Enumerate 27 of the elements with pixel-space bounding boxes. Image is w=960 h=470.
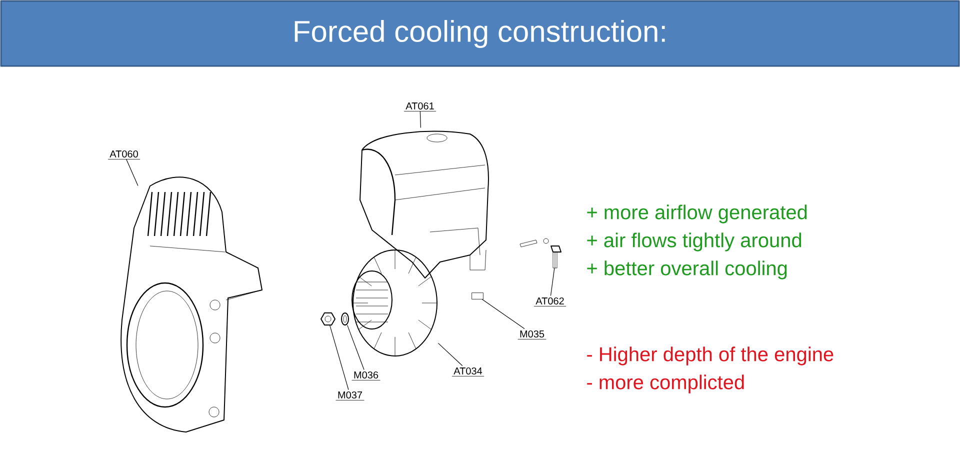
part-number: AT061 — [404, 102, 436, 112]
leader-line — [550, 268, 555, 296]
note-text: + air flows tightly around — [587, 232, 802, 252]
part-number: AT062 — [534, 297, 566, 306]
leader-line — [420, 110, 421, 128]
nut-drawing — [320, 312, 336, 326]
leader-line — [347, 324, 364, 370]
leader-line — [438, 342, 463, 366]
part-number: M036 — [352, 371, 380, 380]
note-text: - more complicted — [587, 374, 744, 394]
part-number: M035 — [518, 330, 546, 340]
fan-wheel-drawing — [352, 250, 438, 356]
part-number: AT034 — [452, 367, 484, 376]
part-number: AT060 — [108, 150, 140, 160]
note-text: + better overall cooling — [587, 260, 787, 280]
leader-line — [482, 298, 525, 330]
bolt-drawing — [520, 238, 562, 268]
title-bar: Forced cooling construction: — [0, 0, 960, 67]
leader-line — [330, 324, 349, 390]
note-text: - Higher depth of the engine — [587, 346, 834, 366]
washer-drawing — [341, 312, 349, 326]
note-text: + more airflow generated — [587, 204, 807, 224]
part-number: M037 — [336, 391, 364, 400]
shroud-drawing — [360, 130, 489, 278]
key-part — [472, 292, 484, 300]
fan-housing-drawing — [120, 176, 262, 432]
leader-line — [126, 158, 138, 186]
